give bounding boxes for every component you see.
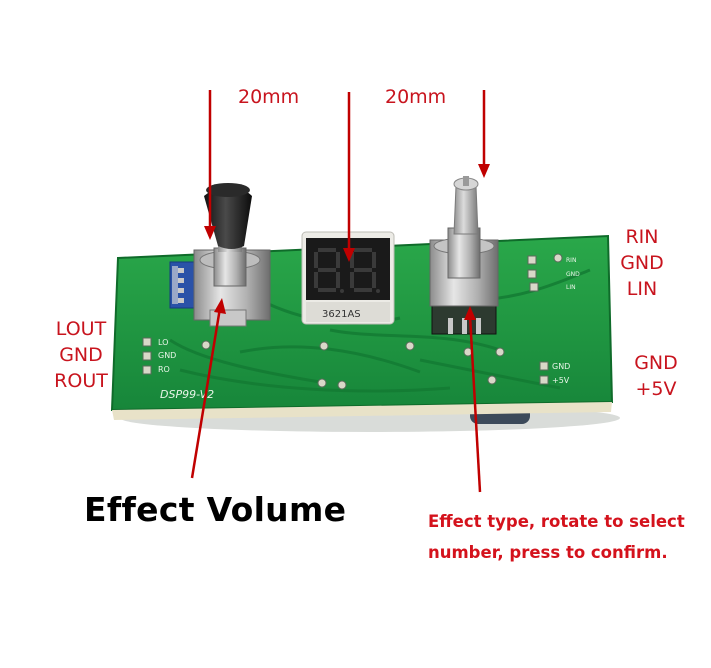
right-top-pin-labels: RIN GND LIN — [614, 224, 670, 302]
pin-gnd-power: GND — [634, 352, 678, 374]
seven-segment-display: 3621AS — [301, 231, 395, 325]
silk-ro: RO — [158, 365, 170, 374]
silk-gnd-power: GND — [552, 362, 570, 371]
effect-encoder — [429, 176, 499, 335]
silk-5v: +5V — [552, 376, 570, 385]
silk-lin: LIN — [566, 284, 576, 291]
silk-gnd-left: GND — [158, 351, 176, 360]
pin-lin: LIN — [626, 278, 658, 300]
volume-encoder — [169, 183, 271, 327]
pin-rout: ROUT — [54, 370, 108, 392]
left-pin-labels: LOUT GND ROUT — [46, 316, 116, 394]
board-model-label: DSP99-V2 — [160, 388, 214, 401]
silk-lo: LO — [158, 338, 168, 347]
pin-5v: +5V — [635, 378, 677, 400]
annotation-arrows — [190, 90, 490, 493]
dimension-right: 20mm — [385, 86, 447, 108]
effect-shaft — [453, 185, 479, 235]
pin-gnd-right: GND — [620, 252, 664, 274]
silk-rin: RIN — [566, 257, 576, 264]
pin-rin: RIN — [625, 226, 659, 248]
power-pin-labels: GND +5V — [626, 350, 686, 402]
dimension-left: 20mm — [238, 86, 300, 108]
display-part-number: 3621AS — [322, 309, 361, 320]
silk-gnd-right: GND — [566, 271, 580, 278]
pin-gnd-left: GND — [59, 344, 103, 366]
volume-knob — [204, 186, 252, 249]
pin-lout: LOUT — [55, 318, 107, 340]
effect-volume-title: Effect Volume — [84, 490, 347, 529]
effect-type-note: Effect type, rotate to select number, pr… — [428, 512, 685, 562]
